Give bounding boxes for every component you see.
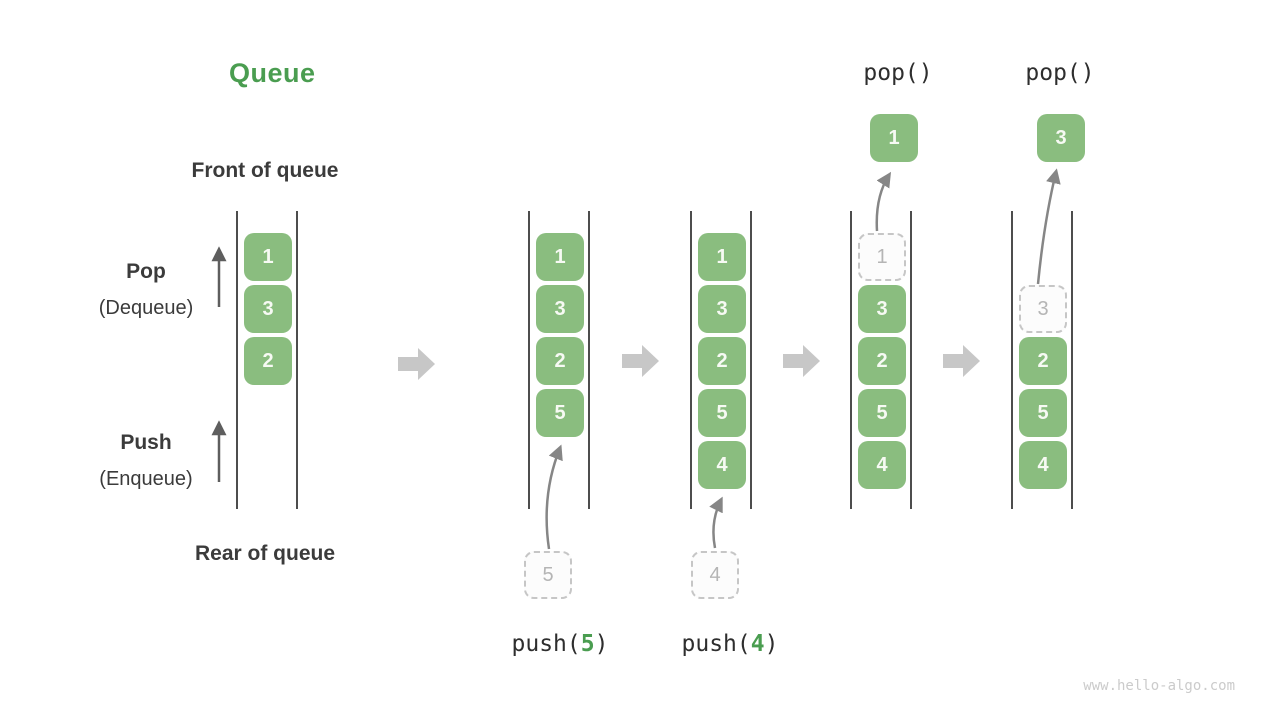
queue-cell: 1 <box>244 233 292 281</box>
queue-cell: 5 <box>858 389 906 437</box>
pop-call-label-2: pop() <box>1025 60 1095 86</box>
front-of-queue-label: Front of queue <box>191 159 339 182</box>
popped-item-1: 1 <box>870 114 918 162</box>
queue-cell: 2 <box>858 337 906 385</box>
push-call-suffix: ) <box>764 631 779 657</box>
push-call-prefix: push( <box>681 631 751 657</box>
queue-cell: 2 <box>698 337 746 385</box>
push-call-label-1: push(5) <box>490 631 630 657</box>
queue-cell: 2 <box>536 337 584 385</box>
push-label: Push <box>120 431 172 454</box>
queue-state-3: 1 3 2 5 4 <box>690 211 752 509</box>
queue-cell-ghost: 3 <box>1019 285 1067 333</box>
push-call-prefix: push( <box>511 631 581 657</box>
queue-cell: 3 <box>244 285 292 333</box>
queue-cell: 2 <box>244 337 292 385</box>
rear-of-queue-label: Rear of queue <box>194 542 336 565</box>
queue-state-1: 1 3 2 <box>236 211 298 509</box>
queue-cell: 1 <box>536 233 584 281</box>
pop-call-label-1: pop() <box>863 60 933 86</box>
queue-cell: 4 <box>1019 441 1067 489</box>
push-call-arg: 5 <box>580 631 595 657</box>
queue-state-4: 1 3 2 5 4 <box>850 211 912 509</box>
push-call-label-2: push(4) <box>660 631 800 657</box>
queue-state-5: 3 2 5 4 <box>1011 211 1073 509</box>
queue-cell: 4 <box>698 441 746 489</box>
queue-state-2: 1 3 2 5 <box>528 211 590 509</box>
queue-cell: 3 <box>858 285 906 333</box>
pop-label: Pop <box>126 260 166 283</box>
step-arrow-icon <box>783 345 820 377</box>
pending-item-4: 4 <box>691 551 739 599</box>
pending-item-5: 5 <box>524 551 572 599</box>
queue-cell: 5 <box>536 389 584 437</box>
queue-cell: 1 <box>698 233 746 281</box>
push-call-suffix: ) <box>594 631 609 657</box>
enqueue-label: (Enqueue) <box>99 468 193 490</box>
queue-cell: 3 <box>536 285 584 333</box>
popped-item-3: 3 <box>1037 114 1085 162</box>
queue-cell: 4 <box>858 441 906 489</box>
queue-cell-ghost: 1 <box>858 233 906 281</box>
queue-cell: 2 <box>1019 337 1067 385</box>
step-arrow-icon <box>622 345 659 377</box>
diagram-title: Queue <box>229 58 316 88</box>
queue-cell: 5 <box>1019 389 1067 437</box>
dequeue-label: (Dequeue) <box>98 297 194 319</box>
step-arrow-icon <box>398 348 435 380</box>
queue-cell: 5 <box>698 389 746 437</box>
push-call-arg: 4 <box>750 631 765 657</box>
queue-cell: 3 <box>698 285 746 333</box>
watermark: www.hello-algo.com <box>1083 678 1235 694</box>
step-arrow-icon <box>943 345 980 377</box>
